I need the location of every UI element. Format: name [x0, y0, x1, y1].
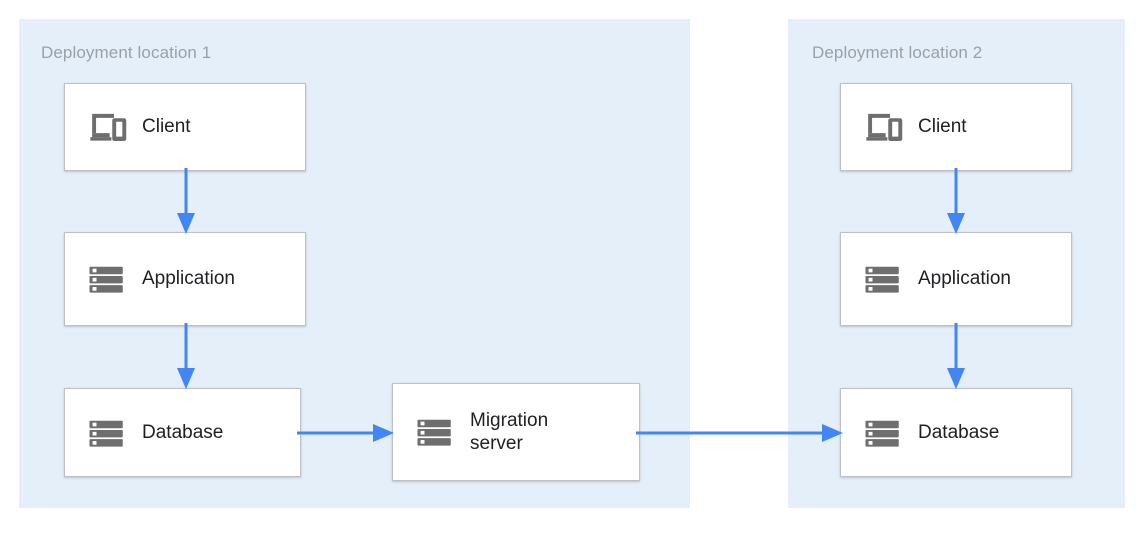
- deployment-location-2-label: Deployment location 2: [812, 43, 983, 62]
- node-application-2[interactable]: Application: [840, 232, 1072, 326]
- node-client-1-label: Client: [142, 116, 191, 138]
- node-application-2-label: Application: [918, 268, 1011, 290]
- server-icon: [865, 266, 899, 293]
- arrow-application-1-to-database-1: [177, 323, 195, 389]
- arrow-application-2-to-database-2: [947, 323, 965, 389]
- arrow-client-1-to-application-1: [177, 168, 195, 234]
- node-client-2[interactable]: Client: [840, 83, 1072, 171]
- node-client-2-label: Client: [918, 116, 967, 138]
- arrow-migration-server-to-database-2: [636, 424, 843, 442]
- server-icon: [417, 419, 451, 446]
- server-icon: [89, 420, 123, 447]
- client-devices-icon: [866, 113, 903, 141]
- deployment-location-1-label: Deployment location 1: [41, 43, 212, 62]
- node-migration-server[interactable]: Migration server: [392, 383, 640, 481]
- arrow-database-1-to-migration-server: [297, 424, 394, 442]
- client-devices-icon: [90, 113, 127, 141]
- node-application-1[interactable]: Application: [64, 232, 306, 326]
- node-database-2-label: Database: [918, 421, 1000, 443]
- server-icon: [89, 266, 123, 293]
- node-database-2[interactable]: Database: [840, 388, 1072, 477]
- node-database-1[interactable]: Database: [64, 388, 301, 477]
- server-icon: [865, 420, 899, 447]
- node-client-1[interactable]: Client: [64, 83, 306, 171]
- node-application-1-label: Application: [142, 268, 235, 290]
- arrow-client-2-to-application-2: [947, 168, 965, 234]
- node-database-1-label: Database: [142, 421, 224, 443]
- node-migration-server-label: Migration server: [470, 409, 549, 454]
